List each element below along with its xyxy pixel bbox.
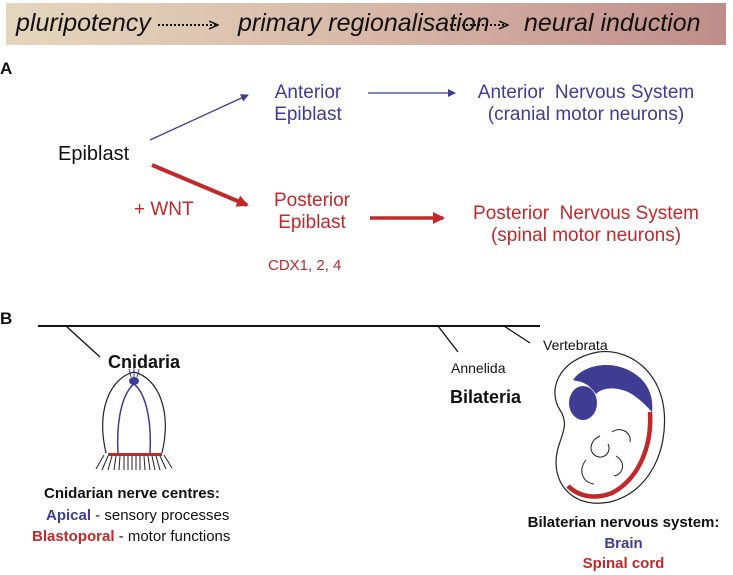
annelida-branch [437, 325, 459, 353]
bilateria-label: Bilateria [450, 387, 522, 407]
blastoporal-description: - motor functions [114, 528, 231, 545]
vertebrata-branch [503, 325, 531, 344]
arrow-to-posterior-epiblast [151, 163, 249, 207]
blastoporal-line: Blastoporal - motor functions [32, 528, 230, 545]
apical-centre [129, 377, 139, 385]
posterior-ns-line1: Posterior Nervous System [473, 203, 699, 224]
arrow-to-anterior-epiblast [149, 94, 249, 141]
blastoporal-term: Blastoporal [32, 528, 115, 545]
anterior-ns-line2: (cranial motor neurons) [487, 104, 685, 125]
cnidarian-drawing [95, 368, 173, 471]
posterior-epiblast-label: Posterior Epiblast [256, 190, 368, 234]
banner-step-neural-induction: neural induction [524, 9, 701, 37]
cnidaria-label: Cnidaria [108, 352, 181, 372]
blastoporal-ring [108, 453, 162, 456]
anterior-ns-line1: Anterior Nervous System [477, 82, 695, 103]
panel-b-label: B [0, 309, 13, 328]
banner-step-regionalisation: primary regionalisation [238, 9, 490, 37]
apical-term: Apical [46, 507, 92, 524]
brain-label: Brain [604, 535, 643, 552]
posterior-epiblast-line1: Posterior [273, 190, 351, 211]
vertebrata-label: Vertebrata [543, 337, 608, 353]
process-banner: pluripotency primary regionalisation neu… [6, 3, 726, 45]
wnt-label: + WNT [134, 199, 194, 220]
cnidarian-nerve-centres-title: Cnidarian nerve centres: [44, 485, 220, 502]
apical-description: - sensory processes [91, 507, 230, 524]
cnidaria-branch [65, 325, 101, 358]
posterior-epiblast-line2: Epiblast [278, 212, 346, 233]
banner-step-pluripotency: pluripotency [16, 9, 151, 37]
cdx-label: CDX1, 2, 4 [268, 257, 342, 274]
posterior-nervous-system-label: Posterior Nervous System (spinal motor n… [452, 203, 720, 247]
panel-a-label: A [0, 59, 13, 78]
bilaterian-nervous-system-title: Bilaterian nervous system: [527, 514, 720, 531]
anterior-epiblast-label: Anterior Epiblast [256, 82, 360, 126]
epiblast-label: Epiblast [58, 143, 130, 165]
spinal-cord-label: Spinal cord [582, 555, 665, 572]
posterior-ns-line2: (spinal motor neurons) [490, 225, 682, 246]
vertebrate-embryo-drawing [554, 350, 666, 504]
anterior-nervous-system-label: Anterior Nervous System (cranial motor n… [458, 82, 714, 126]
anterior-epiblast-line2: Epiblast [274, 104, 342, 125]
annelida-label: Annelida [451, 360, 506, 376]
apical-line: Apical - sensory processes [46, 507, 229, 524]
anterior-epiblast-line1: Anterior [274, 82, 342, 103]
